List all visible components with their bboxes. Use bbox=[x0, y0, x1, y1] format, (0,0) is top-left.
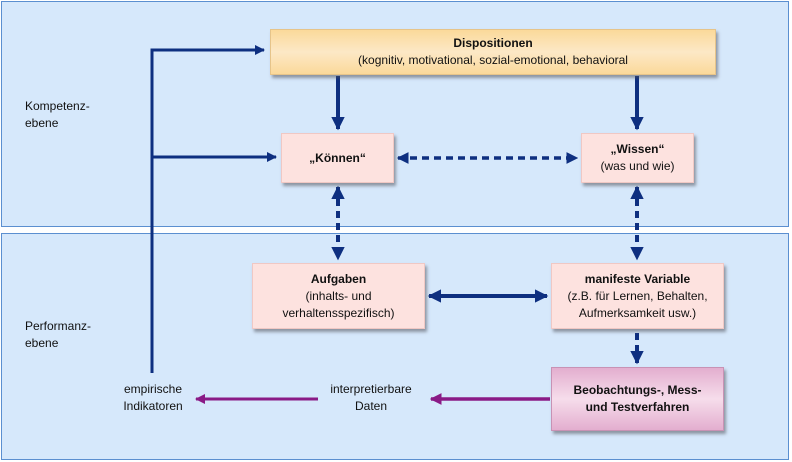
empirische-indikatoren-label: empirische Indikatoren bbox=[123, 382, 183, 413]
wissen-box: „Wissen“ (was und wie) bbox=[581, 133, 694, 183]
beobachtungsverfahren-box: Beobachtungs-, Mess- und Testverfahren bbox=[551, 367, 724, 431]
aufgaben-box: Aufgaben (inhalts- und verhaltensspezifi… bbox=[252, 263, 425, 329]
manifeste-variable-subtitle: (z.B. für Lernen, Behalten, Aufmerksamke… bbox=[567, 288, 708, 320]
beobachtungsverfahren-title: Beobachtungs-, Mess- und Testverfahren bbox=[573, 383, 702, 414]
manifeste-variable-title: manifeste Variable bbox=[584, 271, 691, 286]
interpretierbare-daten-label: interpretierbare Daten bbox=[330, 382, 412, 413]
aufgaben-subtitle: (inhalts- und verhaltensspezifisch) bbox=[282, 288, 395, 320]
wissen-subtitle: (was und wie) bbox=[600, 159, 675, 173]
koennen-box: „Können“ bbox=[281, 133, 394, 183]
dispositionen-subtitle: (kognitiv, motivational, sozial-emotiona… bbox=[358, 53, 628, 67]
koennen-title: „Können“ bbox=[309, 150, 366, 165]
manifeste-variable-box: manifeste Variable (z.B. für Lernen, Beh… bbox=[551, 263, 724, 329]
dispositionen-title: Dispositionen bbox=[453, 36, 533, 50]
wissen-title: „Wissen“ bbox=[610, 142, 665, 156]
kompetenz-level-label: Kompetenz- ebene bbox=[25, 99, 90, 130]
dispositionen-box: Dispositionen (kognitiv, motivational, s… bbox=[270, 29, 716, 75]
performanz-level-label: Performanz- ebene bbox=[25, 319, 92, 350]
aufgaben-title: Aufgaben bbox=[310, 271, 367, 286]
arrow-indikatoren-dispositionen bbox=[150, 44, 266, 373]
